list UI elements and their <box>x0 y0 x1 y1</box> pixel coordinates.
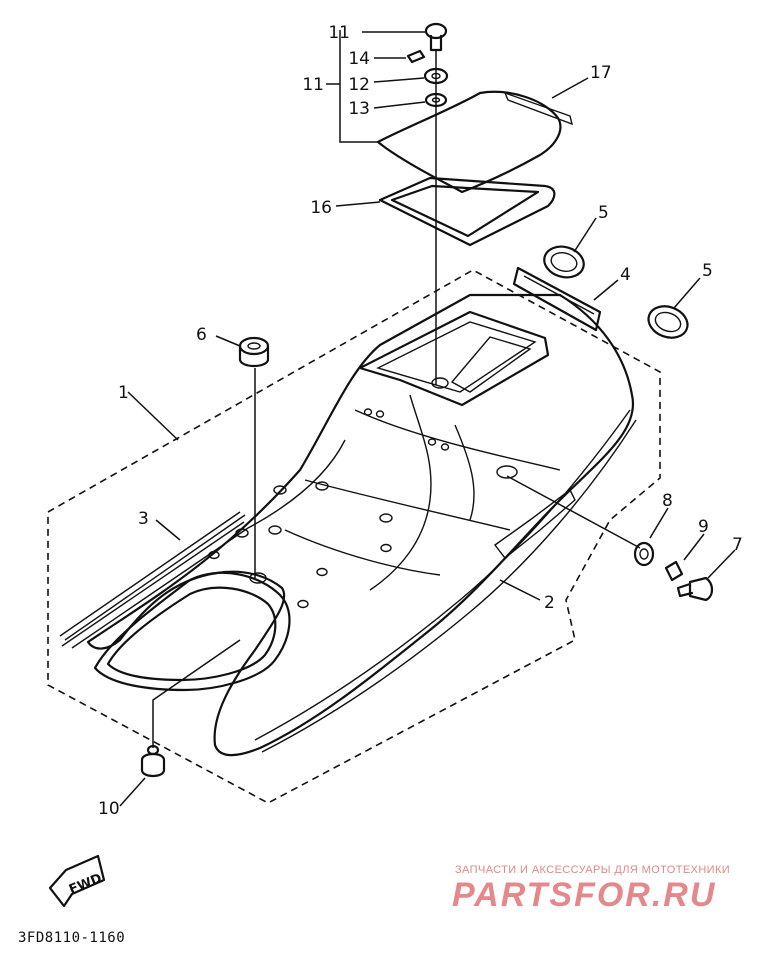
leader-lines <box>119 30 736 807</box>
fwd-label: FWD <box>67 871 104 898</box>
callout-12: 11 <box>328 23 350 43</box>
collar-15 <box>406 49 426 64</box>
callout-6: 6 <box>196 325 207 345</box>
callout-10: 10 <box>98 799 120 819</box>
screw-12 <box>424 22 448 52</box>
callout-2: 2 <box>544 593 555 613</box>
grommet-5-right <box>647 305 689 339</box>
callout-1: 1 <box>118 383 129 403</box>
callout-4: 4 <box>620 265 631 285</box>
tail-lid-plate <box>376 90 562 194</box>
fwd-arrow: FWD <box>48 854 106 908</box>
side-trim-strip <box>59 511 245 647</box>
callout-labels: 11 14 11 12 13 17 16 5 4 5 6 1 3 2 8 9 7… <box>98 23 743 819</box>
emblem-plate <box>512 266 602 332</box>
callout-15: 14 <box>348 49 370 69</box>
seal-gasket-lower <box>93 571 291 692</box>
part-code: 3FD8110-1160 <box>18 930 126 946</box>
callout-13: 12 <box>348 75 370 95</box>
callout-5b: 5 <box>702 261 713 281</box>
assembly-boundary <box>47 269 661 804</box>
damper-rubber-6 <box>238 336 270 368</box>
callout-16: 16 <box>310 198 332 218</box>
seal-gasket-upper <box>378 176 556 247</box>
callout-9: 9 <box>698 517 709 537</box>
watermark-brand: PARTSFOR.RU <box>452 876 717 914</box>
callout-3: 3 <box>138 509 149 529</box>
damper-rubber-10 <box>140 744 166 778</box>
trim-piece-17 <box>503 91 574 126</box>
callout-14: 13 <box>348 99 370 119</box>
seat-cowl-body <box>64 293 637 757</box>
callout-11: 11 <box>302 75 324 95</box>
assembly-axis-damper-10 <box>152 639 241 748</box>
callout-8: 8 <box>662 491 673 511</box>
collar-9 <box>664 560 684 582</box>
callout-7: 7 <box>732 535 743 555</box>
assembly-axis-bolt <box>506 475 641 549</box>
watermark-tagline: ЗАПЧАСТИ И АКСЕССУАРЫ ДЛЯ МОТОТЕХНИКИ <box>455 864 731 876</box>
screw-7 <box>676 576 714 602</box>
bushing-8 <box>633 541 655 567</box>
callout-5a: 5 <box>598 203 609 223</box>
callout-17: 17 <box>590 63 612 83</box>
grommet-5-left <box>543 245 585 279</box>
